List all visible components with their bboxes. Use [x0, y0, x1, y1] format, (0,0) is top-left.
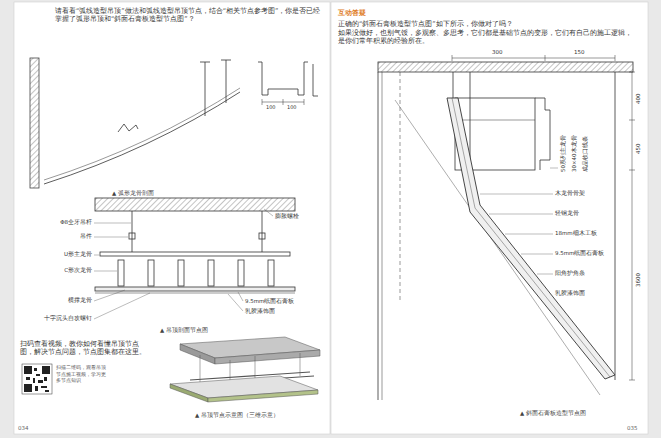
- part-label: 木龙骨骨架: [555, 190, 585, 197]
- figure-caption: ▲ 斜面石膏板造型节点图: [520, 410, 586, 417]
- part-label: 9.5mm纸面石膏板: [555, 250, 604, 257]
- part-label: 成品收口线条: [582, 136, 589, 172]
- dimension: 100: [287, 104, 297, 111]
- body-text: 如果没做好，也别气馁，多观察、多思考，它们都是基础节点的变形，它们有自己的施工逻…: [338, 29, 633, 45]
- section-heading: 互动答疑: [338, 9, 366, 18]
- dimension: 300: [492, 49, 503, 56]
- part-label: 50系列主龙骨: [560, 135, 567, 172]
- part-label: 十字沉头自攻螺钉: [30, 315, 92, 322]
- right-page: [331, 2, 648, 434]
- page-number: 034: [18, 425, 29, 432]
- dimension: 150: [574, 49, 585, 56]
- part-label: 乳胶漆饰面: [555, 290, 585, 297]
- part-label: 乳胶漆饰面: [245, 308, 275, 315]
- part-label: 9.5mm纸面石膏板: [245, 298, 294, 305]
- dimension: 400: [635, 94, 642, 105]
- ceiling-section: [95, 198, 295, 293]
- qr-note: 扫描二维码，观看吊顶节点施工视频，学习更多节点知识: [56, 364, 106, 384]
- part-label: 膨胀螺栓: [275, 213, 299, 220]
- body-text: 扫码查看视频，教你如何看懂吊顶节点图，解决节点问题，节点图集都在这里。: [20, 340, 148, 357]
- part-label: 阳角护角条: [555, 270, 585, 277]
- figure-caption: ▲ 吊顶剖面节点图: [160, 327, 208, 334]
- part-label: Φ8全牙吊杆: [30, 219, 92, 226]
- intro-text: 请看看“弧线造型吊顶”做法和弧线造型吊顶节点，结合“相关节点参考图”，你是否已经…: [55, 7, 322, 24]
- part-label: 吊件: [30, 233, 92, 240]
- dimension: 3600: [635, 273, 642, 287]
- qr-code: [22, 364, 52, 394]
- part-label: U形主龙骨: [30, 251, 92, 258]
- body-text: 正确的“斜面石膏板造型节点图”如下所示，你做对了吗？: [338, 20, 513, 28]
- dimension: 450: [635, 144, 642, 155]
- figure-caption: ▲ 吊顶节点示意图（三维示意）: [195, 412, 279, 419]
- part-label: 18mm细木工板: [555, 230, 597, 237]
- arc-keel-section: [30, 58, 318, 188]
- part-label: 轻钢龙骨: [555, 210, 579, 217]
- ceiling-3d-illustration: [170, 337, 320, 402]
- inclined-board-detail: [378, 55, 635, 400]
- part-label: 横撑龙骨: [30, 297, 92, 304]
- part-label: C形次龙骨: [30, 267, 92, 274]
- dimension: 100: [266, 104, 276, 111]
- left-page: [14, 2, 330, 434]
- leader-lines: [480, 168, 558, 274]
- figure-caption: ▲ 弧形龙骨剖面: [112, 190, 154, 197]
- part-label: 30×40木龙骨: [571, 135, 578, 172]
- page-number: 035: [627, 425, 638, 432]
